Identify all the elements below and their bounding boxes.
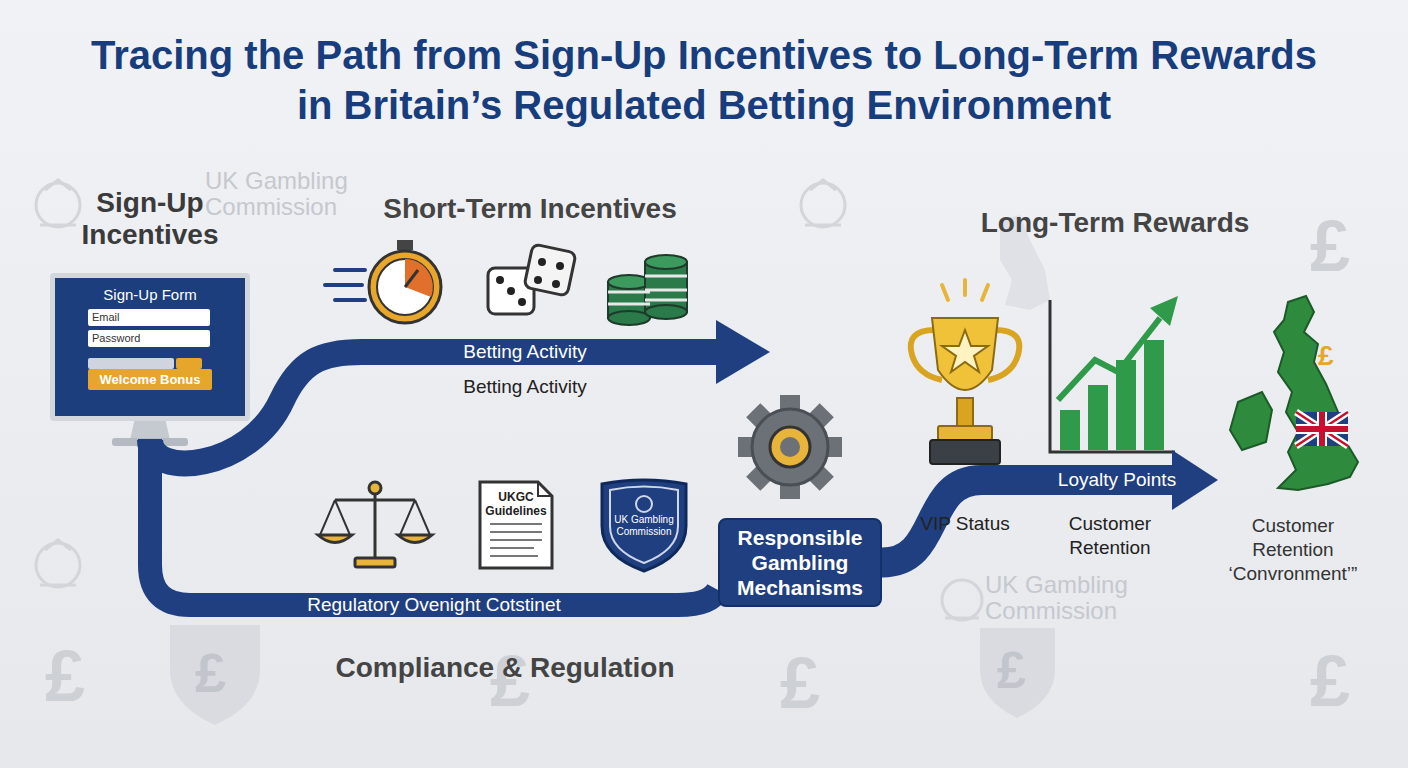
connector-label: Regulatory Ovenight Cotstinet (301, 594, 566, 616)
commission-shield: UK Gambling Commission (598, 478, 690, 574)
trophy-icon (911, 280, 1020, 464)
pound-watermark: £ (45, 635, 85, 717)
node-text: Welcome Bonus (88, 372, 212, 387)
monitor-stand (130, 418, 170, 440)
shield-watermark (170, 625, 260, 725)
node-text: Responsible Gambling Mechanisms (726, 525, 874, 600)
scales-icon (318, 482, 432, 567)
seal-watermark (36, 180, 982, 620)
node-text: Password (92, 331, 140, 346)
node-text: Email (92, 310, 120, 325)
uk-map: Customer Retention ‘Convronment’” (1218, 292, 1368, 582)
section-heading: Short-Term Incentives (330, 193, 730, 225)
node-text: UKGC Guidelines (476, 490, 556, 518)
activity-arrowhead (716, 320, 770, 384)
dice-icon (488, 244, 576, 314)
chips-icon (608, 255, 687, 325)
node-text: UK Gambling Commission (612, 514, 676, 538)
band-label: Betting Activity (395, 341, 655, 363)
guidelines-document: UKGC Guidelines (476, 478, 556, 572)
connector-label: Loyalty Points (1052, 469, 1182, 491)
reward-label: VIP Status (900, 512, 1030, 536)
pound-watermark: £ (1310, 640, 1350, 722)
pound-watermark: £ (1318, 340, 1334, 372)
diagram-title: Tracing the Path from Sign-Up Incentives… (74, 30, 1334, 130)
stopwatch-icon (325, 240, 441, 323)
node-text: Sign-Up Incentives (50, 187, 250, 251)
watermark-text: UK Gambling Commission (985, 572, 1155, 624)
watermark-text: UK Gambling Commission (205, 168, 355, 220)
band-label: Betting Activity (395, 376, 655, 398)
signup-monitor: Sign-Up Form Sign-Up IncentivesEmailPassw… (50, 185, 250, 443)
uk-map-outline (1218, 292, 1368, 582)
reward-label: Customer Retention (1040, 512, 1180, 560)
blurred-button (176, 358, 202, 369)
pound-watermark: £ (195, 640, 226, 705)
section-heading: Long-Term Rewards (920, 207, 1310, 239)
pound-watermark: £ (1310, 205, 1350, 287)
responsible-gambling-box: Responsible Gambling Mechanisms (718, 518, 882, 607)
pound-watermark: £ (997, 640, 1026, 700)
node-text: Sign-Up Form (55, 286, 245, 303)
bar-chart-icon (1050, 296, 1178, 452)
flow-connector (150, 439, 718, 605)
gear-icon (738, 395, 842, 499)
node-text: Customer Retention ‘Convronment’” (1218, 514, 1368, 586)
welcome-bonus-button: Welcome Bonus (88, 369, 212, 390)
monitor-screen: Sign-Up Form (50, 273, 250, 421)
section-heading: Compliance & Regulation (300, 652, 710, 684)
password-field: Password (88, 330, 210, 347)
shield-watermark (980, 628, 1055, 718)
pound-watermark: £ (780, 642, 820, 724)
flow-connector (882, 450, 1218, 563)
email-field: Email (88, 309, 210, 326)
blurred-field (88, 358, 174, 369)
